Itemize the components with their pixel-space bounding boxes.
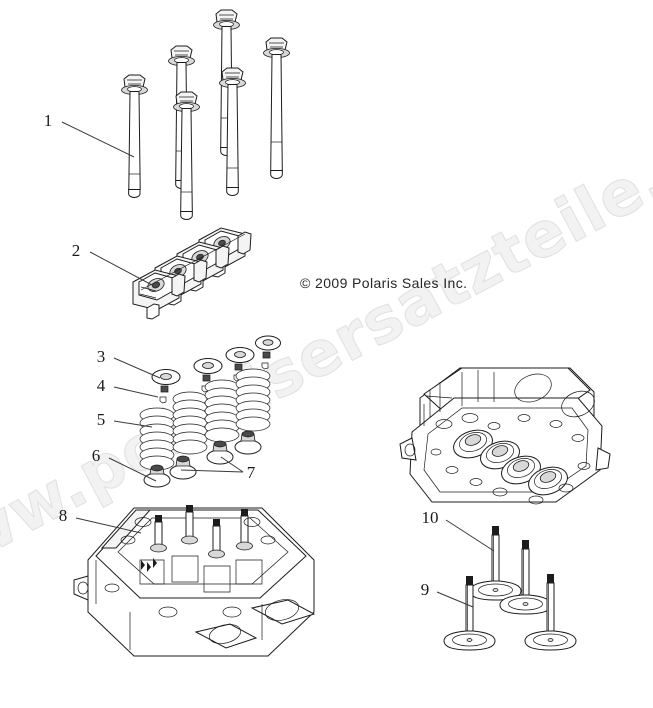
callout-label: 6 [92,446,101,465]
valve-guide [236,509,253,551]
callout-4: 4 [97,376,159,398]
cylinder-head-top-view [73,505,316,657]
head-bolts-group [121,9,290,220]
callout-label: 4 [97,376,106,395]
rocker-arm [132,269,186,320]
head-bolt [219,67,246,196]
intake-valve [524,574,577,651]
rocker-arm-assembly [132,227,252,320]
spring-retainer [225,347,255,363]
callout-label: 10 [422,508,439,527]
intake-valve [443,576,496,651]
valve-seat [501,455,541,485]
callout-label: 9 [421,580,430,599]
valve-seat [453,429,493,459]
callout-9: 9 [421,580,474,608]
spring-retainers-group [151,335,281,385]
callout-label: 5 [97,410,106,429]
callout-8: 8 [59,506,142,534]
callout-6: 6 [92,446,157,482]
head-bolt [173,91,200,220]
spring-retainer [255,335,281,351]
valve-spring [204,379,240,443]
spring-retainer [193,358,223,374]
callout-2: 2 [72,241,153,286]
valve-guide [181,505,198,545]
valve-seat [528,466,568,496]
cylinder-head-bottom-view [399,367,611,505]
valve-spring [139,407,175,471]
callout-label: 7 [247,463,256,482]
spring-retainer [151,369,181,385]
callout-1: 1 [44,111,135,158]
valve-keeper [261,351,271,370]
copyright-notice: © 2009 Polaris Sales Inc. [300,275,467,291]
exhaust-valve [499,540,552,615]
callout-10: 10 [422,508,495,552]
callout-label: 8 [59,506,68,525]
valves-group [443,526,577,651]
valve-springs-group [139,368,271,471]
spring-seat [169,455,197,480]
head-bolt [121,74,148,198]
valve-spring [172,391,208,455]
callout-label: 3 [97,347,106,366]
valve-spring [235,368,271,432]
callout-label: 1 [44,111,53,130]
callout-label: 2 [72,241,81,260]
valve-keeper [159,385,169,404]
exhaust-valve [469,526,522,601]
head-bolt [263,37,290,179]
callout-5: 5 [97,410,153,429]
valve-keepers-group [159,351,271,404]
spring-seat [143,464,171,488]
valve-guide [150,515,167,553]
callout-7: 7 [180,456,256,482]
valve-guide [208,519,225,559]
callout-3: 3 [97,347,161,379]
spring-seats-group [143,455,197,488]
valve-stem-seal [234,430,262,455]
valve-keeper [201,374,211,393]
